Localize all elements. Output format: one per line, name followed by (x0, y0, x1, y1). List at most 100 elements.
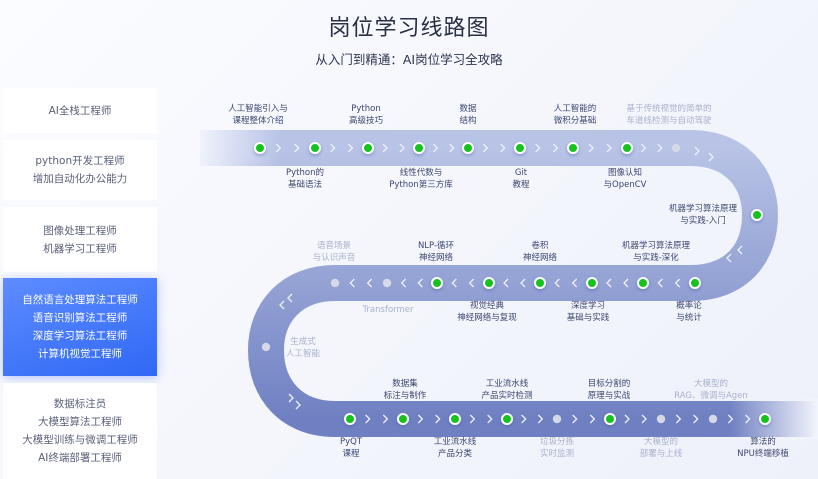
milestone-dot-pending[interactable] (671, 143, 681, 153)
milestone-dot-done[interactable] (514, 142, 526, 154)
chevron-right-icon (469, 414, 476, 424)
chevron-left-icon (737, 245, 743, 255)
milestone-label-cls[interactable]: 工业流水线 产品分类 (433, 437, 477, 459)
milestone-dot-done[interactable] (449, 413, 461, 425)
chevron-right-icon (589, 414, 596, 424)
chevron-right-icon (275, 143, 282, 153)
milestone-dot-pending[interactable] (382, 278, 392, 288)
milestone-label-llm_deploy[interactable]: 大模型的 部署与上线 (639, 437, 683, 459)
milestone-label-prob[interactable]: 概率论 与统计 (676, 301, 702, 323)
milestone-label-git[interactable]: Git 教程 (512, 168, 530, 190)
chevron-right-icon (640, 143, 647, 153)
milestone-dot-pending[interactable] (552, 414, 562, 424)
sidebar-item-label: 大模型算法工程师 (38, 416, 122, 428)
milestone-dot-done[interactable] (362, 142, 374, 154)
chevron-right-icon (552, 143, 559, 153)
sidebar-item-0[interactable]: AI全栈工程师 (3, 88, 157, 133)
chevron-left-icon (657, 278, 663, 288)
chevron-left-icon (400, 278, 407, 288)
milestone-label-speech[interactable]: 语音场景 与认识声音 (312, 241, 356, 263)
milestone-label-lane[interactable]: 基于传统视觉的简单的 车道线检测与自动驾驶 (626, 104, 712, 126)
milestone-dot-done[interactable] (759, 413, 771, 425)
milestone-dot-done[interactable] (604, 413, 616, 425)
sidebar-item-2[interactable]: 图像处理工程师机器学习工程师 (3, 207, 157, 272)
chevron-left-icon (571, 278, 578, 288)
milestone-label-pyqt[interactable]: PyQT 课程 (339, 437, 363, 459)
milestone-label-seg[interactable]: 目标分割的 原理与实战 (587, 379, 631, 401)
chevron-right-icon (572, 414, 578, 424)
milestone-label-linear[interactable]: 线性代数与 Python第三方库 (389, 168, 453, 190)
page-subtitle: 从入门到精通：AI岗位学习全攻略 (315, 52, 503, 67)
milestone-dot-done[interactable] (637, 277, 649, 289)
chevron-left-icon (451, 278, 457, 288)
milestone-dot-done[interactable] (689, 277, 701, 289)
milestone-dot-done[interactable] (344, 413, 356, 425)
milestone-label-genai[interactable]: 生成式 人工智能 (285, 337, 321, 359)
chevron-right-icon (482, 143, 489, 153)
sidebar-item-label: 机器学习工程师 (43, 242, 117, 255)
sidebar-item-3[interactable]: 自然语言处理算法工程师语音识别算法工程师深度学习算法工程师计算机视觉工程师 (3, 278, 157, 376)
milestone-label-ai_intro[interactable]: 人工智能引入与 课程整体介绍 (228, 104, 288, 126)
chevron-right-icon (521, 414, 527, 424)
milestone-dot-done[interactable] (534, 277, 546, 289)
chevron-left-icon (503, 278, 509, 288)
milestone-label-opencv[interactable]: 图像认知 与OpenCV (603, 168, 647, 190)
chevron-left-icon (366, 278, 373, 288)
chevron-right-icon (330, 143, 336, 153)
milestone-dot-done[interactable] (621, 142, 633, 154)
milestone-dot-done[interactable] (567, 142, 579, 154)
milestone-label-garbage[interactable]: 垃圾分拣 实时监测 (539, 437, 575, 459)
chevron-right-icon (365, 414, 371, 424)
chevron-right-icon (417, 414, 424, 424)
milestone-dot-done[interactable] (431, 277, 443, 289)
milestone-dot-done[interactable] (309, 142, 321, 154)
milestone-label-calculus[interactable]: 人工智能的 微积分基础 (553, 104, 597, 126)
chevron-left-icon (674, 278, 681, 288)
chevron-right-icon (294, 143, 300, 153)
milestone-dot-done[interactable] (254, 142, 266, 154)
chevron-right-icon (500, 143, 506, 153)
chevron-right-icon (624, 414, 630, 424)
chevron-left-icon (606, 278, 612, 288)
chevron-right-icon (694, 146, 700, 156)
milestone-label-rag[interactable]: 大模型的 RAG、微调与Agen (674, 379, 748, 401)
chevron-left-icon (287, 293, 293, 303)
chevron-right-icon (535, 143, 541, 153)
chevron-left-icon (468, 278, 475, 288)
milestone-label-dl[interactable]: 深度学习 基础与实践 (566, 301, 610, 323)
milestone-label-cv_classic[interactable]: 视觉经典 神经网络与复现 (457, 301, 517, 323)
chevron-left-icon (520, 278, 526, 288)
milestone-dot-pending[interactable] (656, 414, 666, 424)
milestone-dot-done[interactable] (586, 277, 598, 289)
milestone-label-dataset[interactable]: 数据集 标注与制作 (383, 379, 427, 401)
milestone-dot-pending[interactable] (708, 414, 718, 424)
milestone-label-py_adv[interactable]: Python 高级技巧 (348, 104, 384, 126)
milestone-dot-done[interactable] (397, 413, 409, 425)
milestone-label-ml_intro[interactable]: 机器学习算法原理 与实践-入门 (668, 204, 738, 226)
milestone-dot-done[interactable] (483, 277, 495, 289)
milestone-dot-done[interactable] (751, 209, 763, 221)
chevron-left-icon (623, 278, 629, 288)
milestone-label-ds[interactable]: 数据 结构 (459, 104, 477, 126)
milestone-dot-done[interactable] (413, 142, 425, 154)
milestone-label-transformer[interactable]: Transformer (362, 305, 414, 315)
milestone-dot-pending[interactable] (261, 342, 271, 352)
chevron-right-icon (399, 143, 405, 153)
sidebar-item-1[interactable]: python开发工程师增加自动化办公能力 (3, 140, 157, 200)
sidebar-item-label: 数据标注员 (53, 398, 107, 410)
milestone-label-ml_deep[interactable]: 机器学习算法原理 与实践-深化 (621, 241, 691, 263)
chevron-right-icon (606, 143, 612, 153)
chevron-right-icon (382, 414, 389, 424)
milestone-dot-pending[interactable] (330, 278, 340, 288)
milestone-dot-done[interactable] (462, 142, 474, 154)
milestone-label-py_basic[interactable]: Python的 基础语法 (286, 168, 324, 190)
milestone-label-rnn[interactable]: NLP-循环 神经网络 (417, 241, 455, 263)
milestone-dot-done[interactable] (501, 413, 513, 425)
chevron-right-icon (295, 400, 301, 410)
milestone-label-detect[interactable]: 工业流水线 产品实时检测 (481, 379, 533, 401)
chevron-right-icon (657, 143, 663, 153)
milestone-label-npu[interactable]: 算法的 NPU终端移植 (737, 437, 789, 459)
milestone-label-cnn[interactable]: 卷积 神经网络 (522, 241, 558, 263)
